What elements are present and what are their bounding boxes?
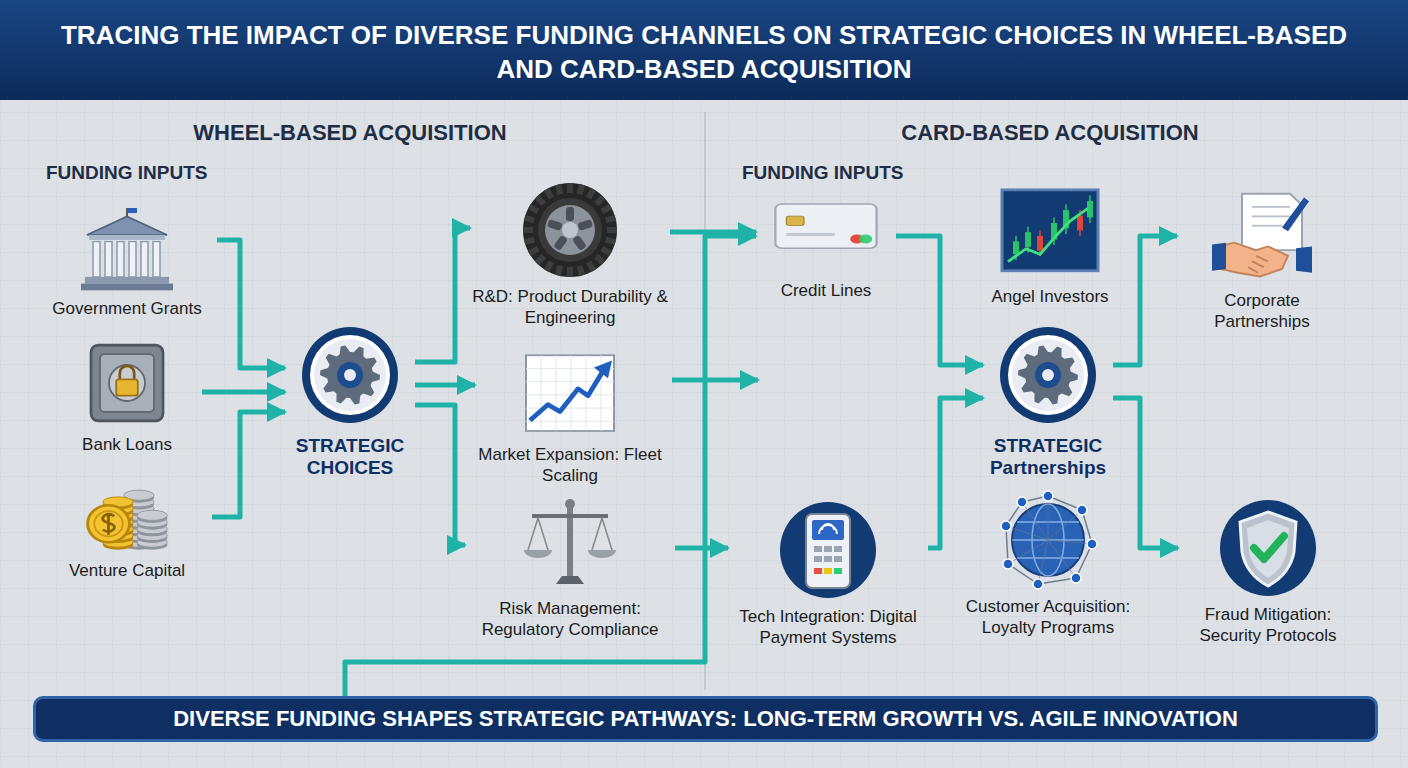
shield-icon [1218,498,1318,598]
node-label: STRATEGIC CHOICES [285,435,415,479]
funding-source: Angel Investors [975,188,1125,307]
funding-source: Credit Lines [756,198,896,301]
flow-connector [415,405,465,545]
flow-connector [928,398,983,548]
node-label: DIVERSE FUNDING SHAPES STRATEGIC PATHWAY… [173,705,1238,733]
handshake-icon [1212,190,1312,284]
column-heading: FUNDING INPUTS [46,162,208,184]
node-label: Corporate Partnerships [1177,290,1347,332]
node-label: Customer Acquisition: Loyalty Programs [948,596,1148,638]
flow-connector [1113,236,1177,365]
node-label: Venture Capital [42,560,212,581]
gearcircle-icon [998,325,1098,425]
tire-icon [520,180,620,280]
flow-connector [415,228,470,362]
hub-circle: STRATEGIC CHOICES [285,325,415,479]
strategy-item: Corporate Partnerships [1177,190,1347,332]
flow-connector [345,236,756,696]
node-label: Angel Investors [975,286,1125,307]
pos-icon [778,500,878,600]
flow-connector [1113,398,1178,548]
node-label: Market Expansion: Fleet Scaling [475,444,665,486]
node-label: Government Grants [37,298,217,319]
card-icon [771,198,881,274]
node-label: Risk Management: Regulatory Compliance [465,598,675,640]
strategy-item: Tech Integration: Digital Payment System… [728,500,928,648]
node-label: R&D: Product Durability & Engineering [470,286,670,328]
flow-arrow [672,378,758,383]
funding-source: Venture Capital [42,470,212,581]
flow-connector [202,390,285,395]
bank-icon [77,208,177,292]
candle-icon [1000,188,1100,280]
node-label: Bank Loans [52,434,202,455]
gearcircle-icon [300,325,400,425]
column-heading: FUNDING INPUTS [742,162,904,184]
safe-icon [82,338,172,428]
hub-circle: STRATEGIC Partnerships [983,325,1113,479]
flow-connector [415,383,475,388]
section-heading: WHEEL-BASED ACQUISITION [193,120,506,146]
strategy-item: R&D: Product Durability & Engineering [470,180,670,328]
summary-banner: DIVERSE FUNDING SHAPES STRATEGIC PATHWAY… [33,696,1378,742]
node-label: Tech Integration: Digital Payment System… [728,606,928,648]
coins-icon [80,470,175,554]
funding-source: Government Grants [37,208,217,319]
scales-icon [520,492,620,592]
strategy-item: Customer Acquisition: Loyalty Programs [948,490,1148,638]
flow-connector [896,236,983,365]
funding-source: Bank Loans [52,338,202,455]
page-title: TRACING THE IMPACT OF DIVERSE FUNDING CH… [44,18,1364,86]
globe-icon [998,490,1098,590]
node-label: Fraud Mitigation: Security Protocols [1178,604,1358,646]
node-label: STRATEGIC Partnerships [983,435,1113,479]
flow-connector [217,240,285,368]
node-label: Credit Lines [756,280,896,301]
strategy-item: Fraud Mitigation: Security Protocols [1178,498,1358,646]
strategy-item: Market Expansion: Fleet Scaling [475,350,665,486]
strategy-item: Risk Management: Regulatory Compliance [465,492,675,640]
section-heading: CARD-BASED ACQUISITION [901,120,1198,146]
chart-icon [520,350,620,438]
flow-connector [675,546,728,551]
title-band [0,0,1408,100]
flow-connector [212,412,285,517]
